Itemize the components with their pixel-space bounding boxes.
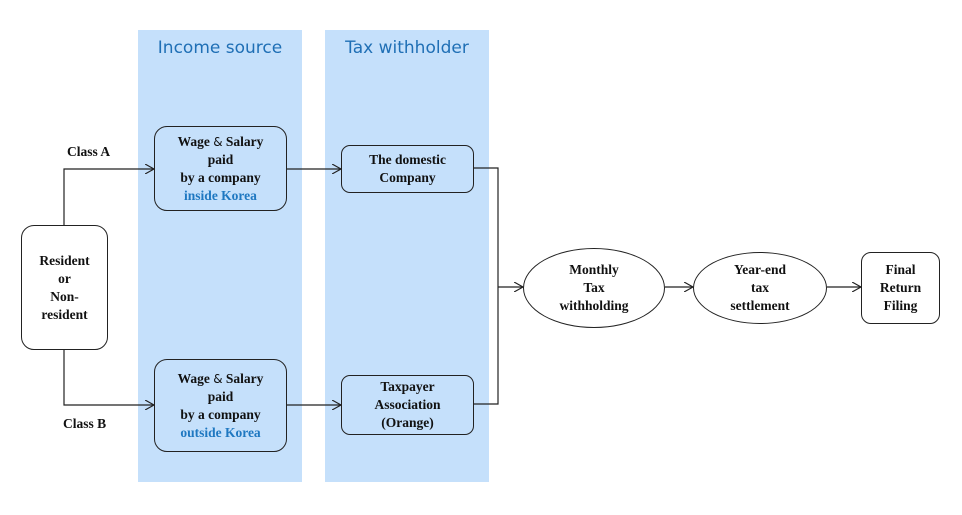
node-resident: Resident or Non- resident [21,225,108,350]
label-class-a: Class A [67,144,111,159]
node-taxpayer-association: Taxpayer Association (Orange) [341,375,474,435]
outside-korea-highlight: outside Korea [180,424,261,440]
lane-title-tax-withholder: Tax withholder [345,38,469,58]
arrow-class-a [63,169,154,225]
inside-korea-highlight: inside Korea [184,187,257,203]
node-wage-inside-korea: Wage & Salary paid by a company inside K… [154,126,287,211]
arrow-class-b [63,350,154,405]
label-class-b: Class B [63,416,107,431]
bracket-connector [473,167,499,405]
lane-title-income-source: Income source [157,38,283,58]
node-monthly-tax-withholding: Monthly Tax withholding [523,248,665,328]
node-domestic-company: The domestic Company [341,145,474,193]
node-final-return-filing: Final Return Filing [861,252,940,324]
node-year-end-settlement: Year-end tax settlement [693,252,827,324]
node-wage-outside-korea: Wage & Salary paid by a company outside … [154,359,287,452]
